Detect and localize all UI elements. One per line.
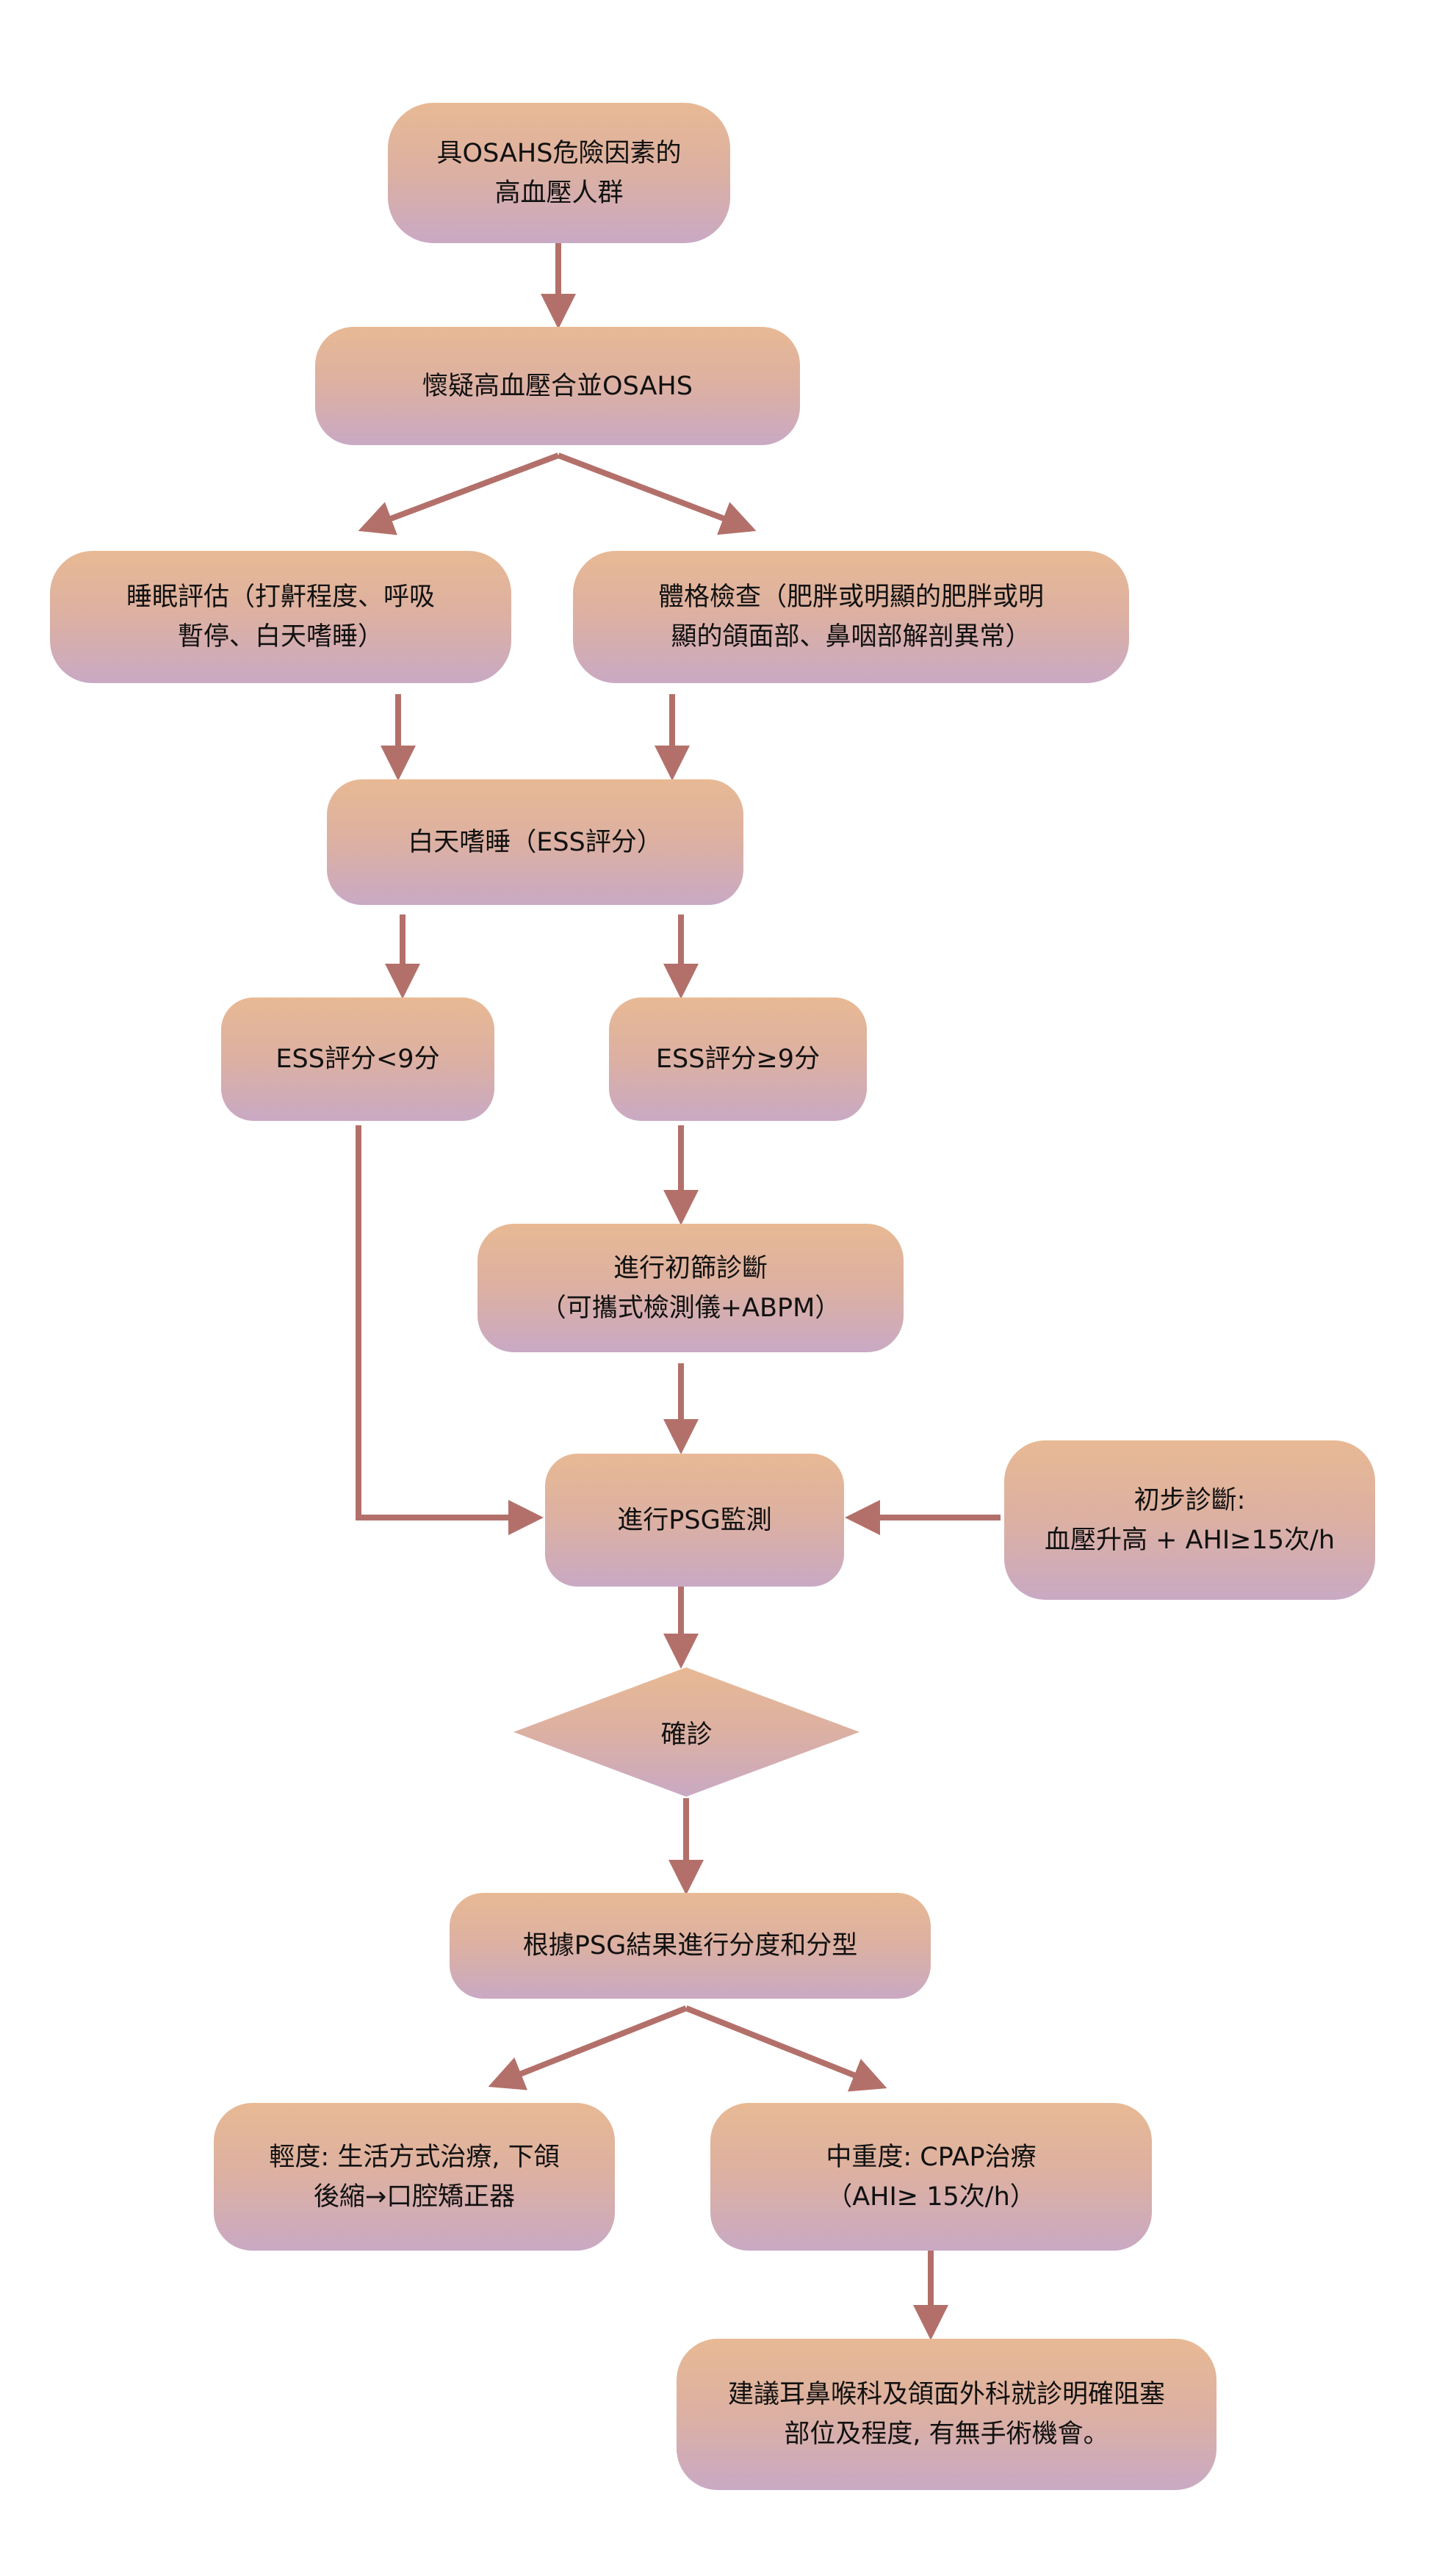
node-suspected: 懷疑高血壓合並OSAHS — [315, 327, 800, 445]
arrow-suspected-to-sleep-eval — [358, 452, 560, 535]
node-line: 進行初篩診斷 — [613, 1253, 768, 1283]
node-line: 血壓升高 + AHI≥15次/h — [1045, 1525, 1335, 1555]
confirm-diamond — [513, 1667, 859, 1797]
node-daytime-sleepiness: 白天嗜睡（ESS評分） — [327, 779, 743, 905]
node-grading: 根據PSG結果進行分度和分型 — [450, 1893, 931, 1999]
node-line: 輕度: 生活方式治療, 下頜 — [269, 2142, 560, 2172]
node-ess-high: ESS評分≥9分 — [609, 997, 867, 1121]
node-line: 初步診斷: — [1133, 1485, 1246, 1515]
arrow-ess-low-to-psg — [356, 1125, 544, 1535]
node-psg: 進行PSG監測 — [545, 1454, 844, 1587]
node-line: ESS評分≥9分 — [655, 1045, 821, 1074]
node-line: 根據PSG結果進行分度和分型 — [522, 1931, 858, 1960]
node-physical-exam: 體格檢查（肥胖或明顯的肥胖或明顯的頜面部、鼻咽部解剖異常） — [573, 551, 1129, 683]
arrow-grading-to-moderate — [685, 2005, 887, 2092]
node-moderate-severe: 中重度: CPAP治療 （AHI≥ 15次/h） — [710, 2103, 1152, 2251]
node-line: 顯的頜面部、鼻咽部解剖異常） — [671, 622, 1031, 652]
node-mild: 輕度: 生活方式治療, 下頜後縮→口腔矯正器 — [214, 2103, 615, 2251]
node-line: ESS評分<9分 — [275, 1045, 440, 1074]
node-line: （可攜式檢測儀+ABPM） — [540, 1293, 841, 1323]
node-referral: 建議耳鼻喉科及頜面外科就診明確阻塞部位及程度, 有無手術機會。 — [677, 2339, 1216, 2490]
node-line: 進行PSG監測 — [617, 1505, 772, 1535]
node-line: 懷疑高血壓合並OSAHS — [422, 371, 693, 401]
node-line: 確診 — [660, 1720, 713, 1750]
node-line: 中重度: CPAP治療 — [826, 2142, 1037, 2172]
node-line: 睡眠評估（打鼾程度、呼吸 — [126, 582, 435, 612]
node-confirm: 確診 — [513, 1667, 859, 1797]
node-preliminary: 初步診斷: 血壓升高 + AHI≥15次/h — [1004, 1440, 1375, 1600]
node-line: （AHI≥ 15次/h） — [826, 2182, 1036, 2212]
node-sleep-eval: 睡眠評估（打鼾程度、呼吸暫停、白天嗜睡） — [50, 551, 511, 683]
node-line: 高血壓人群 — [494, 178, 624, 208]
node-risk-group: 具OSAHS危險因素的高血壓人群 — [388, 103, 730, 243]
arrow-grading-to-mild — [488, 2005, 688, 2090]
node-line: 暫停、白天嗜睡） — [177, 622, 383, 652]
node-ess-low: ESS評分<9分 — [221, 997, 494, 1121]
node-line: 體格檢查（肥胖或明顯的肥胖或明 — [657, 582, 1044, 612]
node-line: 後縮→口腔矯正器 — [313, 2182, 516, 2212]
node-screening: 進行初篩診斷 （可攜式檢測儀+ABPM） — [477, 1224, 904, 1352]
node-line: 部位及程度, 有無手術機會。 — [784, 2420, 1109, 2449]
node-line: 建議耳鼻喉科及頜面外科就診明確阻塞 — [727, 2380, 1165, 2409]
arrow-suspected-to-physical-exam — [557, 452, 757, 535]
node-line: 白天嗜睡（ESS評分） — [408, 827, 663, 857]
node-line: 具OSAHS危險因素的 — [436, 138, 682, 168]
